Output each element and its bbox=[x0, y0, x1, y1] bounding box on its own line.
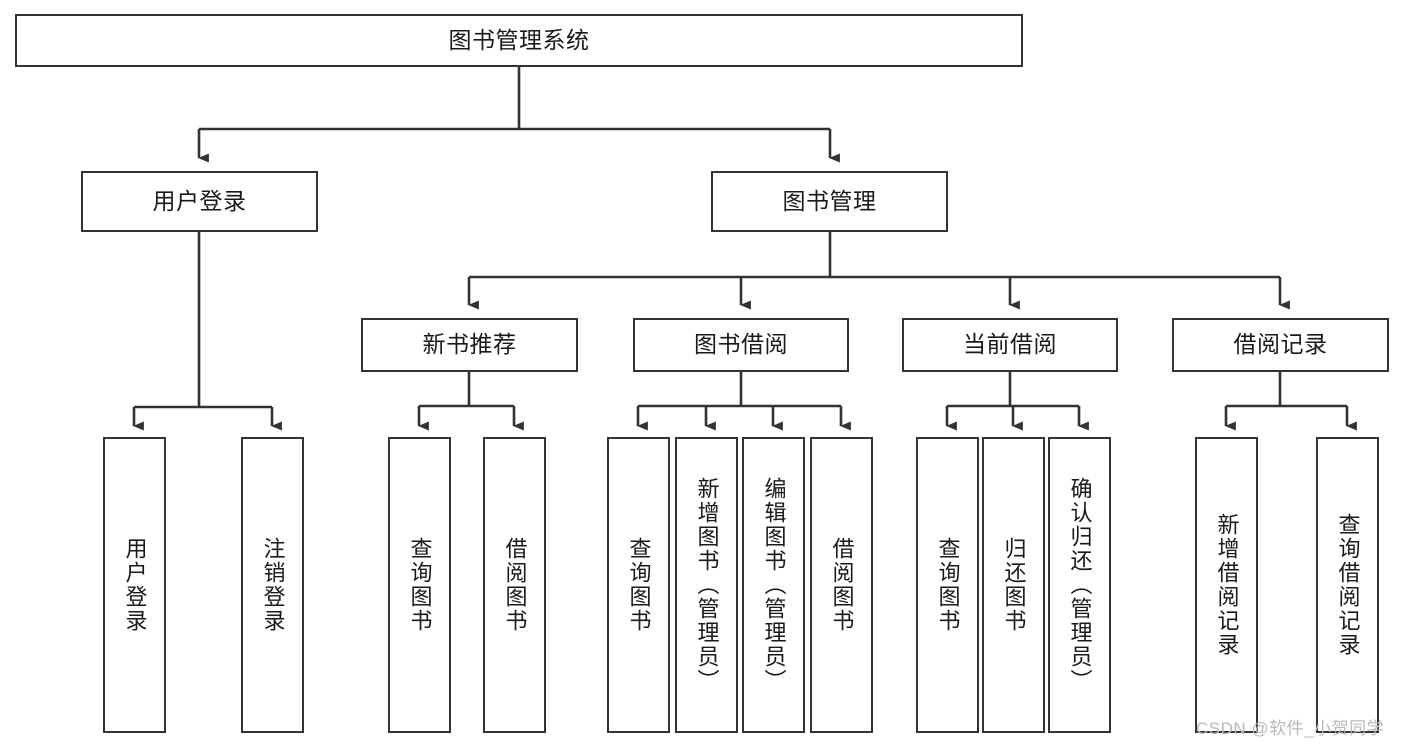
leaf-logout[interactable]: 注销登录 bbox=[241, 437, 304, 733]
node-user-login-label: 用户登录 bbox=[152, 187, 247, 214]
node-current-borrow-label: 当前借阅 bbox=[963, 331, 1057, 358]
node-current-borrow[interactable]: 当前借阅 bbox=[902, 318, 1118, 372]
leaf-user-login[interactable]: 用户登录 bbox=[103, 437, 166, 733]
leaf-user-login-label: 用户登录 bbox=[122, 537, 148, 633]
leaf-query-book-1[interactable]: 查询图书 bbox=[388, 437, 451, 733]
csdn-watermark: CSDN @软件_小贺同学 bbox=[1196, 719, 1385, 738]
leaf-edit-book-label: 编辑图书（管理员） bbox=[761, 477, 787, 693]
leaf-query-book-2[interactable]: 查询图书 bbox=[607, 437, 670, 733]
leaf-borrow-book-1[interactable]: 借阅图书 bbox=[483, 437, 546, 733]
leaf-return-book-label: 归还图书 bbox=[1001, 537, 1027, 633]
leaf-confirm-return-label: 确认归还（管理员） bbox=[1067, 477, 1093, 693]
leaf-confirm-return[interactable]: 确认归还（管理员） bbox=[1048, 437, 1111, 733]
node-book-borrow[interactable]: 图书借阅 bbox=[633, 318, 849, 372]
node-root[interactable]: 图书管理系统 bbox=[15, 14, 1023, 67]
node-book-manage[interactable]: 图书管理 bbox=[711, 171, 948, 232]
leaf-add-record-label: 新增借阅记录 bbox=[1214, 513, 1240, 657]
leaf-add-record[interactable]: 新增借阅记录 bbox=[1195, 437, 1258, 733]
leaf-edit-book[interactable]: 编辑图书（管理员） bbox=[742, 437, 805, 733]
leaf-return-book[interactable]: 归还图书 bbox=[982, 437, 1045, 733]
leaf-query-book-2-label: 查询图书 bbox=[626, 537, 652, 633]
node-book-borrow-label: 图书借阅 bbox=[694, 331, 788, 358]
leaf-borrow-book-1-label: 借阅图书 bbox=[502, 537, 528, 633]
node-book-manage-label: 图书管理 bbox=[782, 187, 877, 214]
node-borrow-record[interactable]: 借阅记录 bbox=[1172, 318, 1389, 372]
node-user-login[interactable]: 用户登录 bbox=[81, 171, 318, 232]
leaf-query-book-1-label: 查询图书 bbox=[407, 537, 433, 633]
leaf-query-record[interactable]: 查询借阅记录 bbox=[1316, 437, 1379, 733]
leaf-borrow-book-2[interactable]: 借阅图书 bbox=[810, 437, 873, 733]
leaf-borrow-book-2-label: 借阅图书 bbox=[829, 537, 855, 633]
node-new-book-recommend[interactable]: 新书推荐 bbox=[361, 318, 578, 372]
leaf-query-book-3[interactable]: 查询图书 bbox=[916, 437, 979, 733]
leaf-add-book-label: 新增图书（管理员） bbox=[694, 477, 720, 693]
node-new-book-recommend-label: 新书推荐 bbox=[422, 331, 517, 358]
leaf-logout-label: 注销登录 bbox=[260, 537, 286, 633]
node-root-label: 图书管理系统 bbox=[448, 26, 590, 53]
leaf-query-record-label: 查询借阅记录 bbox=[1335, 513, 1361, 657]
node-borrow-record-label: 借阅记录 bbox=[1233, 331, 1328, 358]
leaf-add-book[interactable]: 新增图书（管理员） bbox=[675, 437, 738, 733]
leaf-query-book-3-label: 查询图书 bbox=[935, 537, 961, 633]
